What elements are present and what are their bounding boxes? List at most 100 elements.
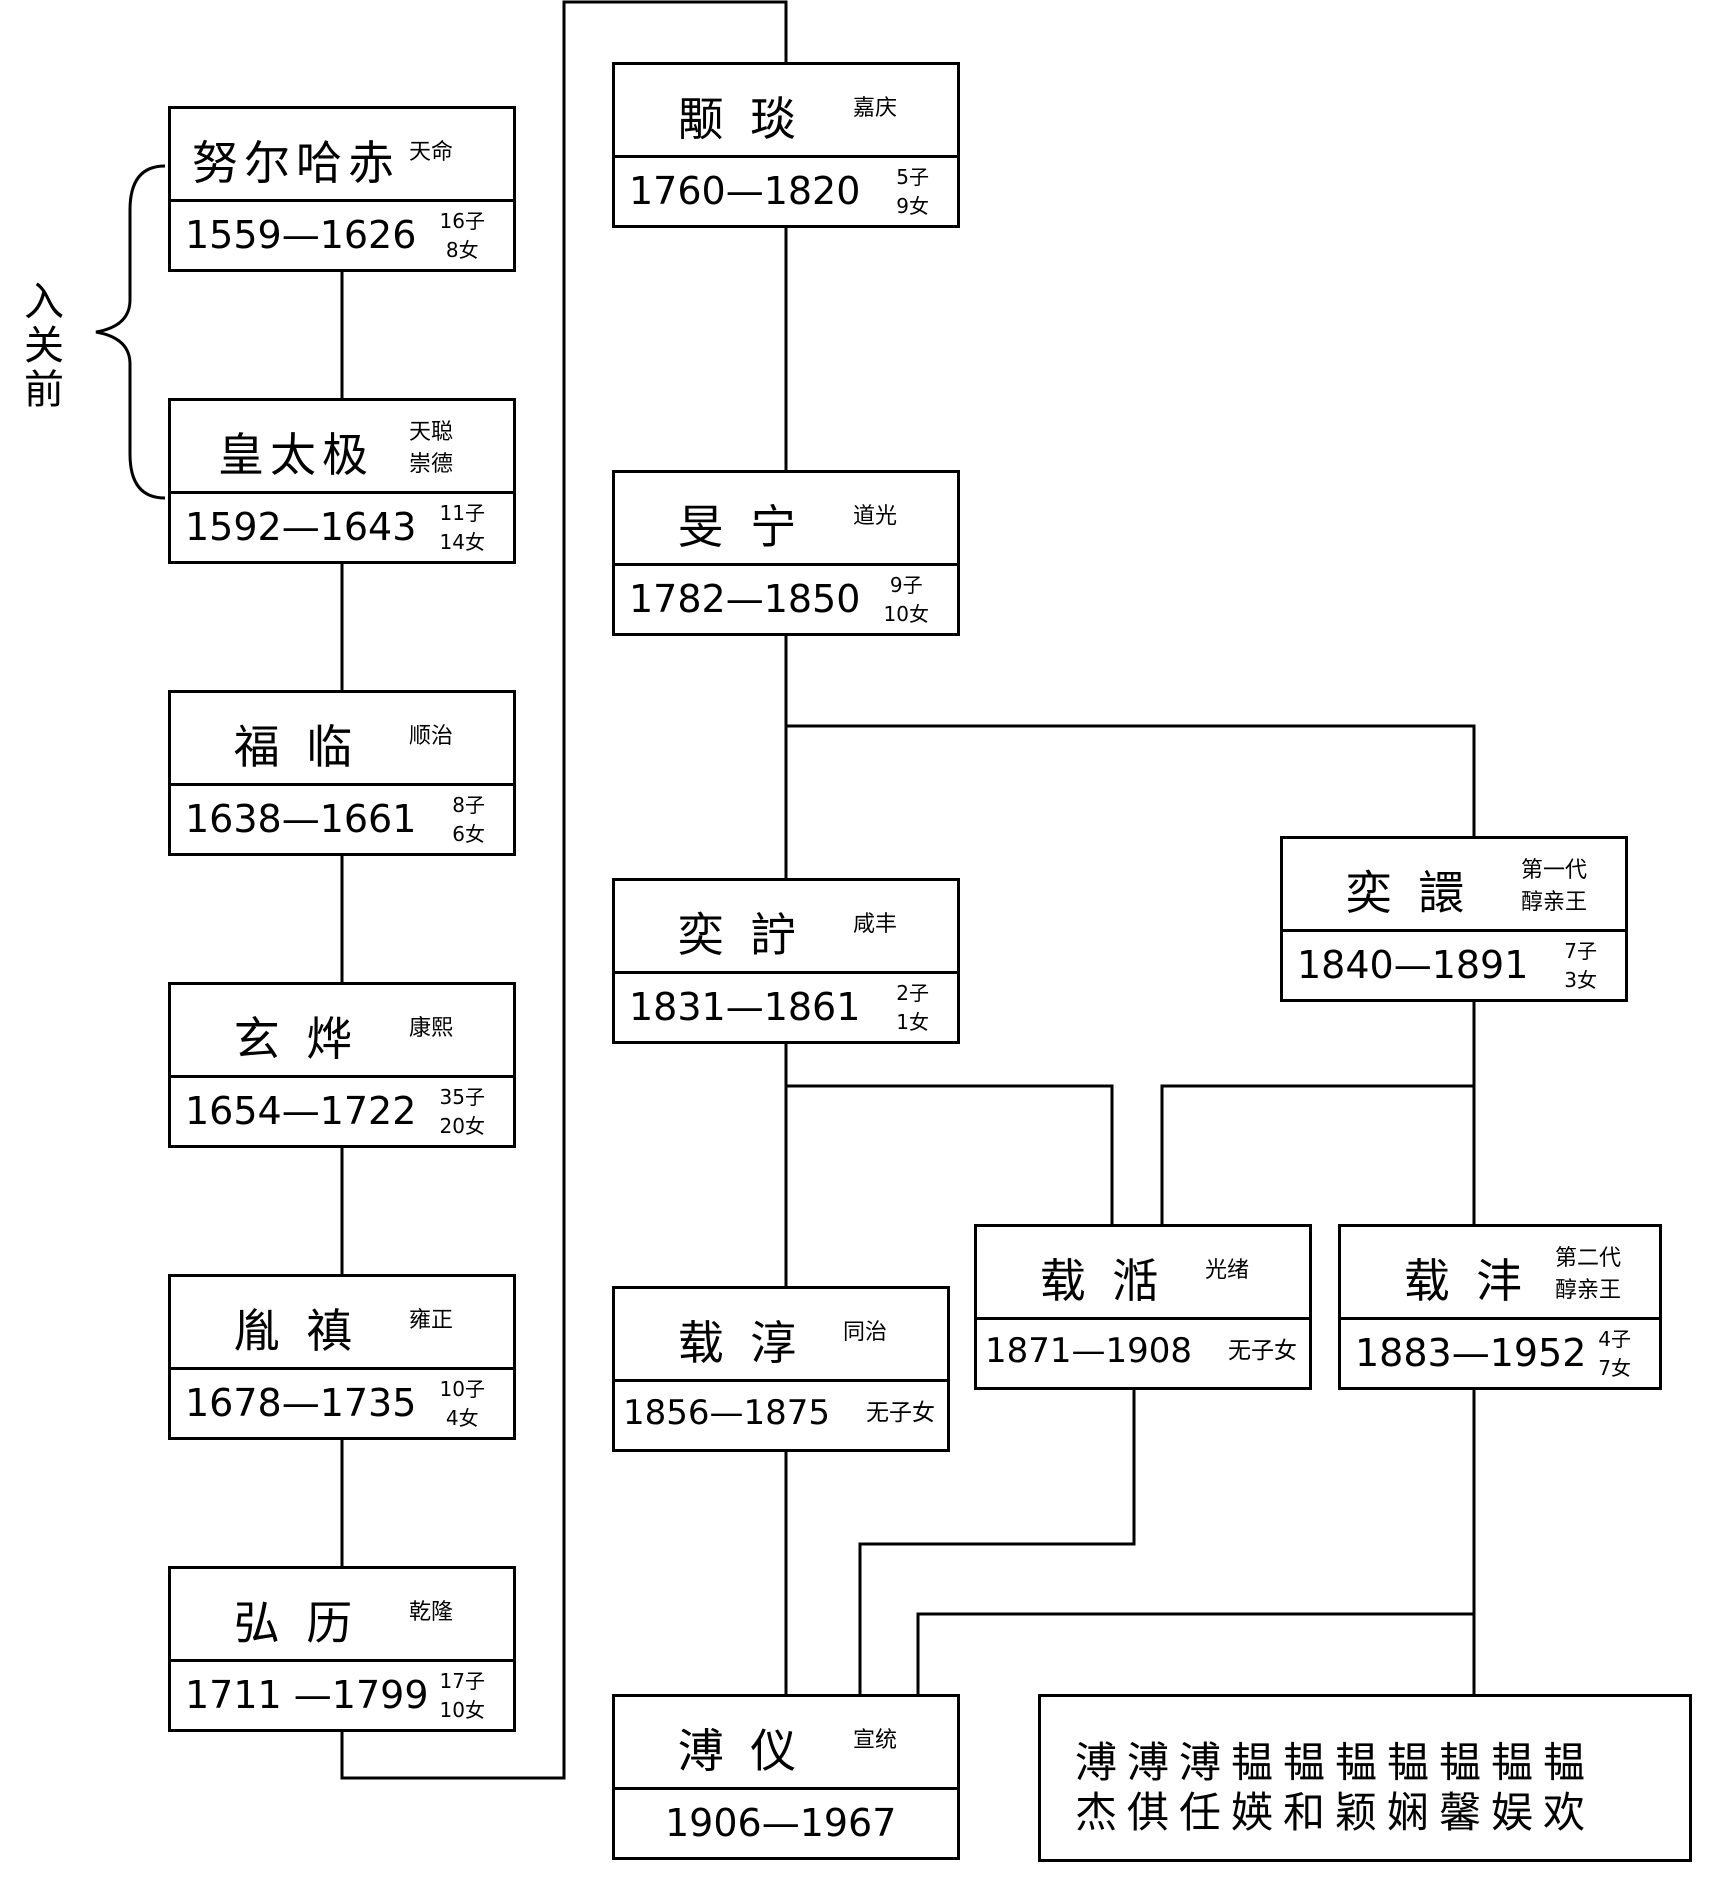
children-line: 10女 xyxy=(439,1698,485,1722)
connector-hongli-yongyan xyxy=(340,0,788,1780)
lifespan: 1782—1850 xyxy=(629,577,861,621)
children-line: 4子 xyxy=(1598,1327,1631,1351)
era-line: 第二代 xyxy=(1555,1246,1622,1271)
connector-yizhu-zaitian xyxy=(786,1084,1114,1224)
children-line: 2子 xyxy=(896,981,929,1005)
person-name: 玄 烨 xyxy=(233,1012,359,1066)
children-line: 无子女 xyxy=(866,1400,935,1426)
connector-yixuan-zaitian xyxy=(1160,1084,1474,1224)
children-line: 16子 xyxy=(439,209,485,233)
era-label: 嘉庆 xyxy=(853,93,897,125)
children-line: 6女 xyxy=(452,822,485,846)
person-header: 努尔哈赤天命 xyxy=(171,109,513,202)
children-line: 8女 xyxy=(445,238,479,262)
children-line: 4女 xyxy=(445,1406,479,1430)
children-line: 8子 xyxy=(452,793,485,817)
connector-zaifeng-puyi xyxy=(916,1612,1474,1694)
children-line: 7女 xyxy=(1598,1356,1631,1380)
lifespan: 1638—1661 xyxy=(185,797,417,841)
children-line: 3女 xyxy=(1564,968,1597,992)
children-line: 14女 xyxy=(439,530,485,554)
lifespan: 1871—1908 xyxy=(985,1331,1193,1371)
pre-conquest-label: 入关前 xyxy=(24,279,64,413)
person-name: 福 临 xyxy=(233,720,359,774)
children-line: 10女 xyxy=(883,602,929,626)
children-line: 17子 xyxy=(439,1669,485,1693)
era-label: 乾隆 xyxy=(409,1597,453,1629)
era-line: 顺治 xyxy=(409,724,454,749)
lifespan: 1760—1820 xyxy=(629,169,861,213)
era-line: 崇德 xyxy=(409,452,454,477)
lifespan: 1592—1643 xyxy=(185,505,417,549)
era-label: 雍正 xyxy=(409,1305,453,1337)
person-box-yizhu: 奕 詝 咸丰 1831—1861 2子 1女 xyxy=(612,878,960,1044)
children-line: 1女 xyxy=(896,1010,929,1034)
person-name: 皇太极 xyxy=(218,428,374,482)
era-line: 康熙 xyxy=(409,1016,454,1041)
era-label: 道光 xyxy=(853,501,897,533)
children-line: 35子 xyxy=(439,1085,485,1109)
children-count: 无子女 xyxy=(1228,1337,1297,1366)
era-label: 第二代醇亲王 xyxy=(1555,1243,1621,1307)
era-label: 天命 xyxy=(409,137,453,169)
era-line: 醇亲王 xyxy=(1521,890,1588,915)
person-name: 载 沣 xyxy=(1403,1254,1529,1308)
era-line: 雍正 xyxy=(409,1308,454,1333)
person-name: 奕 譞 xyxy=(1345,866,1471,920)
person-box-puyi: 溥 仪 宣统 1906—1967 xyxy=(612,1694,960,1860)
children-line: 5子 xyxy=(896,165,929,189)
era-line: 宣统 xyxy=(853,1728,898,1753)
person-header: 旻 宁 道光 xyxy=(615,473,957,566)
person-header: 载 湉光绪 xyxy=(977,1227,1309,1320)
children-line: 7子 xyxy=(1564,939,1597,963)
lifespan: 1856—1875 xyxy=(623,1393,831,1433)
children-line: 9女 xyxy=(896,194,929,218)
era-line: 光绪 xyxy=(1205,1258,1250,1283)
lifespan: 1678—1735 xyxy=(185,1381,417,1425)
era-line: 醇亲王 xyxy=(1555,1278,1622,1303)
era-line: 天聪 xyxy=(409,420,454,445)
connector-minning-yixuan xyxy=(786,724,1476,836)
person-header: 载 沣第二代醇亲王 xyxy=(1341,1227,1659,1320)
person-box-zaitian: 载 湉光绪 1871—1908 无子女 xyxy=(974,1224,1312,1390)
person-name: 溥 仪 xyxy=(677,1724,803,1778)
person-name: 弘 历 xyxy=(233,1596,359,1650)
era-label: 咸丰 xyxy=(853,909,897,941)
lifespan: 1840—1891 xyxy=(1297,943,1529,987)
person-name: 旻 宁 xyxy=(677,500,803,554)
era-line: 咸丰 xyxy=(853,912,898,937)
era-line: 同治 xyxy=(843,1320,888,1345)
era-line: 第一代 xyxy=(1521,858,1588,883)
person-header: 福 临 顺治 xyxy=(171,693,513,786)
era-label: 康熙 xyxy=(409,1013,453,1045)
lifespan: 1831—1861 xyxy=(629,985,861,1029)
era-line: 天命 xyxy=(409,140,454,165)
person-header: 溥 仪 宣统 xyxy=(615,1697,957,1790)
era-label: 天聪崇德 xyxy=(409,417,453,481)
person-header: 皇太极天聪崇德 xyxy=(171,401,513,494)
lifespan: 1906—1967 xyxy=(665,1801,897,1845)
person-name: 奕 詝 xyxy=(677,908,803,962)
person-name: 颙 琰 xyxy=(677,92,803,146)
children-row-1: 溥溥溥韫韫韫韫韫韫韫 xyxy=(1075,1738,1596,1787)
children-line: 10子 xyxy=(439,1377,485,1401)
brace-pre-conquest xyxy=(95,164,166,500)
era-label: 同治 xyxy=(843,1317,887,1349)
era-line: 乾隆 xyxy=(409,1600,454,1625)
